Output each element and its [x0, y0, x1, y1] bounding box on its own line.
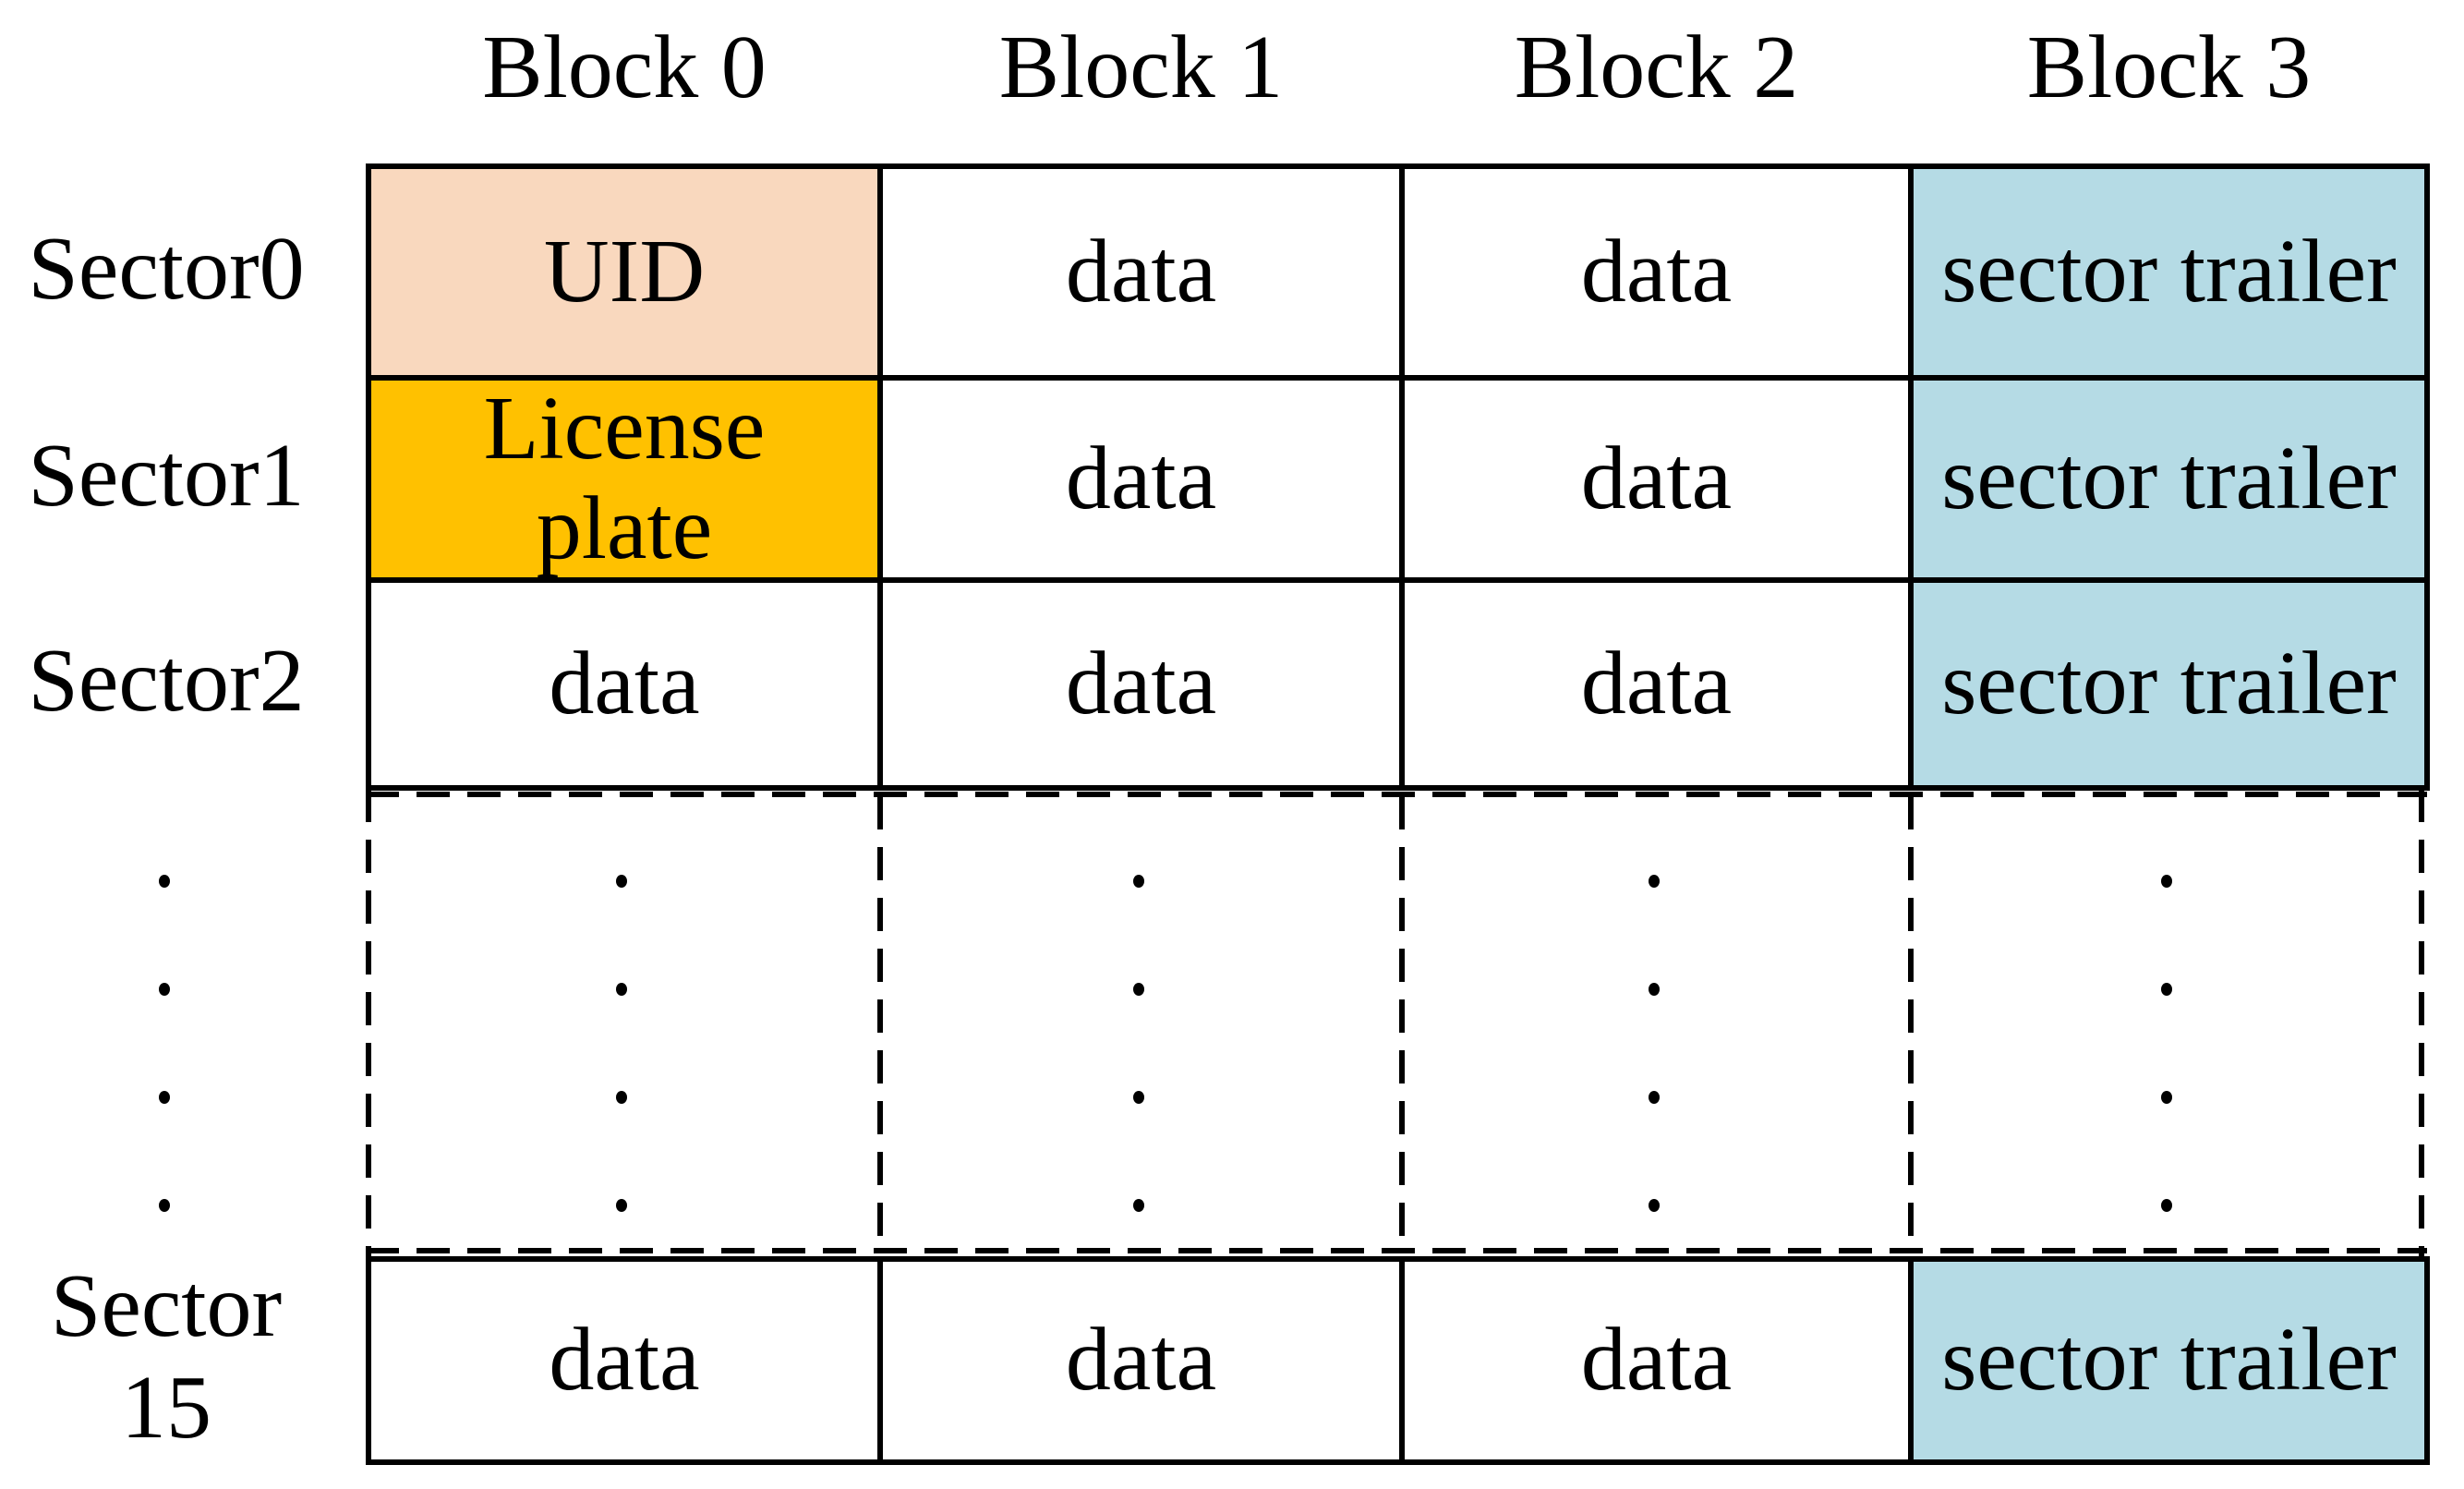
cell-sector0-block0-uid: UID: [366, 163, 883, 381]
ellipsis-dot: [159, 983, 170, 996]
ellipsis-dot: [1133, 983, 1144, 996]
cell-sector2-block0-data: data: [366, 577, 883, 791]
ellipsis-dot: [1133, 1091, 1144, 1104]
cell-sector1-block2-data: data: [1399, 375, 1914, 583]
ellipsis-dot: [159, 1091, 170, 1104]
ellipsis-dot: [616, 1091, 627, 1104]
ellipsis-dot: [616, 1199, 627, 1212]
cell-sector15-block2-data: data: [1399, 1256, 1914, 1465]
ellipsis-dot: [1649, 1199, 1660, 1212]
column-header-block2: Block 2: [1514, 18, 1799, 117]
cell-sector15-block0-data: data: [366, 1256, 883, 1465]
cell-sector2-block1-data: data: [877, 577, 1405, 791]
column-header-block1: Block 1: [998, 18, 1284, 117]
ellipsis-dot: [1133, 875, 1144, 888]
ellipsis-dot: [1649, 983, 1660, 996]
ellipsis-dot: [616, 875, 627, 888]
ellipsis-dot: [2161, 1199, 2172, 1212]
ellipsis-dot: [2161, 875, 2172, 888]
cell-sector1-block1-data: data: [877, 375, 1405, 583]
column-header-block0: Block 0: [482, 18, 767, 117]
column-header-block3: Block 3: [2026, 18, 2312, 117]
cell-sector0-block3-trailer: sector trailer: [1908, 163, 2430, 381]
vertical-ellipsis-block2: [1648, 875, 1661, 1212]
vertical-ellipsis-block0: [615, 875, 628, 1212]
ellipsis-dot: [1649, 875, 1660, 888]
row-label-sector0: Sector0: [28, 218, 305, 319]
ellipsis-dot: [2161, 1091, 2172, 1104]
ellipsis-dot: [616, 983, 627, 996]
cell-sector1-block0-license-plate: License plate: [366, 375, 883, 583]
vertical-ellipsis-block1: [1132, 875, 1145, 1212]
cell-sector2-block2-data: data: [1399, 577, 1914, 791]
ellipsis-dot: [2161, 983, 2172, 996]
row-label-sector1: Sector1: [28, 425, 305, 526]
cell-sector0-block1-data: data: [877, 163, 1405, 381]
cell-sector15-block1-data: data: [877, 1256, 1405, 1465]
ellipsis-dot: [159, 875, 170, 888]
cell-sector2-block3-trailer: sector trailer: [1908, 577, 2430, 791]
row-label-sector15: Sector 15: [50, 1256, 283, 1458]
row-label-sector2: Sector2: [28, 630, 305, 731]
ellipsis-dot: [1649, 1091, 1660, 1104]
ellipsis-dot: [1133, 1199, 1144, 1212]
vertical-ellipsis-block3: [2160, 875, 2173, 1212]
ellipsis-dot: [159, 1199, 170, 1212]
cell-sector0-block2-data: data: [1399, 163, 1914, 381]
cell-sector1-block3-trailer: sector trailer: [1908, 375, 2430, 583]
vertical-ellipsis-labels: [158, 875, 171, 1212]
cell-sector15-block3-trailer: sector trailer: [1908, 1256, 2430, 1465]
